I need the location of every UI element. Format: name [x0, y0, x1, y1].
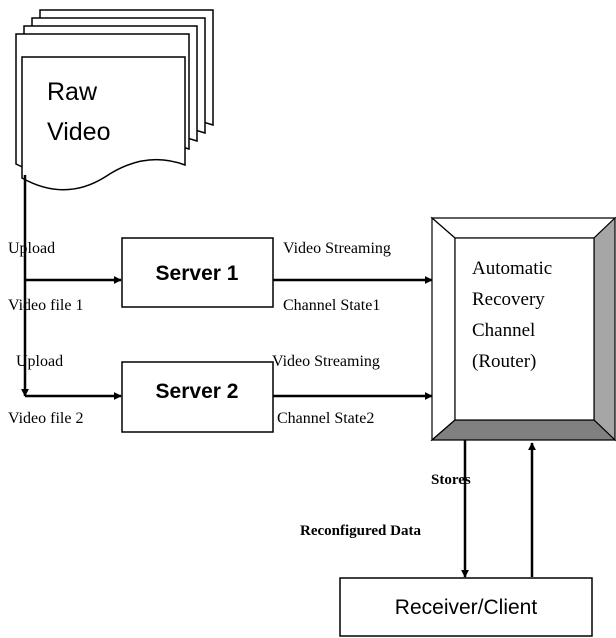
- server-2-box: [121, 361, 274, 433]
- receiver-client-box: [339, 577, 593, 637]
- server-1-label: Server 1: [156, 262, 239, 285]
- receiver-client-label: Receiver/Client: [395, 596, 538, 619]
- receiver-client-node: Receiver/Client: [339, 577, 593, 637]
- raw-video-document: Raw Video: [15, 9, 214, 191]
- reconfigured-data-label: Reconfigured Data: [300, 523, 421, 539]
- router-node: Automatic Recovery Channel (Router): [430, 216, 616, 442]
- video-file-2-label: Video file 2: [8, 410, 83, 427]
- router-label-line3: Channel: [472, 320, 535, 341]
- server-2-node: Server 2: [121, 361, 274, 433]
- upload-label-1: Upload: [8, 240, 55, 257]
- document-sheet-front: [21, 56, 186, 191]
- channel-state-1-label: Channel State1: [283, 297, 380, 314]
- video-file-1-label: Video file 1: [8, 297, 83, 314]
- video-streaming-label-1: Video Streaming: [283, 240, 391, 257]
- raw-video-label-line2: Video: [47, 118, 111, 146]
- router-label-line1: Automatic: [472, 258, 552, 279]
- server-1-box: [121, 237, 274, 308]
- router-face: [454, 237, 595, 421]
- router-label-line2: Recovery: [472, 289, 545, 310]
- video-streaming-label-2: Video Streaming: [272, 353, 380, 370]
- router-bevel-bottom: [430, 419, 616, 441]
- raw-video-label-line1: Raw: [47, 78, 98, 106]
- channel-state-2-label: Channel State2: [277, 410, 374, 427]
- server-1-node: Server 1: [121, 237, 274, 308]
- server-2-label: Server 2: [156, 380, 239, 403]
- router-bevel-right: [593, 216, 616, 442]
- router-bevel-left: [431, 216, 456, 442]
- upload-label-2: Upload: [16, 353, 63, 370]
- router-label-line4: (Router): [472, 351, 536, 372]
- stores-label: Stores: [431, 472, 471, 488]
- router-bevel-top: [430, 217, 616, 239]
